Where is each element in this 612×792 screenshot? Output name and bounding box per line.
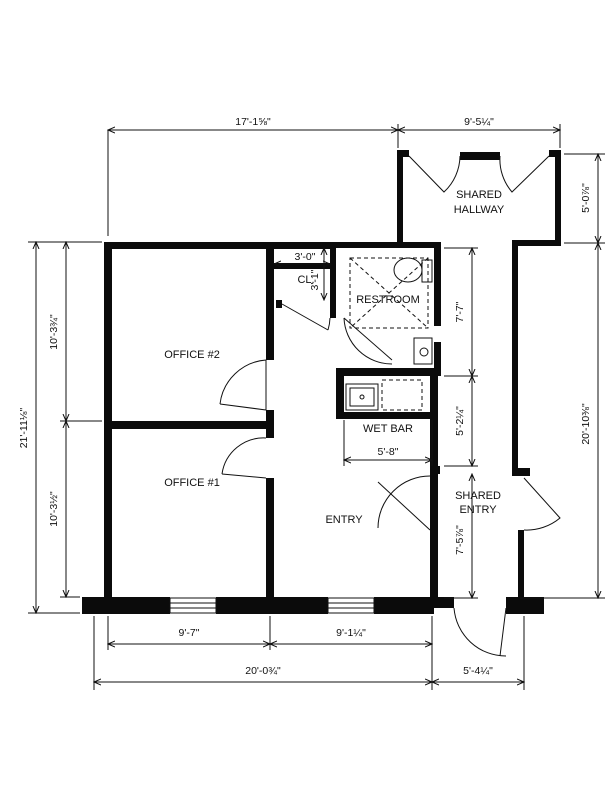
restroom-door-swing xyxy=(343,317,393,365)
label-closet: CL. xyxy=(297,274,314,286)
offices-east-wall-mid xyxy=(266,410,274,438)
office2-east-wall-top xyxy=(266,242,274,360)
bottom-wall-c xyxy=(374,597,434,614)
toilet-icon xyxy=(393,257,423,283)
label-office2: OFFICE #2 xyxy=(164,349,220,361)
hallway-east-wall xyxy=(555,150,561,244)
wetbar-sink-icon xyxy=(345,383,379,411)
restroom-east-wall-lower xyxy=(434,342,441,376)
dim-wetbar-width: 5'-8" xyxy=(378,446,399,458)
hallway-door-header xyxy=(460,152,500,160)
closet-door-leaf xyxy=(281,303,329,331)
label-shared-entry-1: SHARED xyxy=(455,490,501,502)
wetbar-north-wall xyxy=(336,368,441,376)
dim-right-overall: 20'-10⅜" xyxy=(580,403,592,445)
dim-restroom-height: 7'-7" xyxy=(454,301,466,322)
dim-shared-entry-width: 5'-4¼" xyxy=(463,665,493,677)
corridor-east-lower xyxy=(518,530,524,600)
top-wall-right xyxy=(336,242,440,248)
bottom-wall-a xyxy=(82,597,170,614)
closet-side-wall xyxy=(330,248,336,318)
bottom-wall-d xyxy=(434,597,454,608)
hallway-west-wall xyxy=(397,150,403,248)
shared-entry-wall xyxy=(430,376,438,604)
exit-door-swing xyxy=(453,607,507,657)
wetbar-south-wall xyxy=(336,412,436,419)
dim-closet-depth: 3'-1" xyxy=(309,269,321,290)
label-shared-hallway-1: SHARED xyxy=(456,189,502,201)
label-restroom: RESTROOM xyxy=(356,294,420,306)
dim-hallway-depth: 5'-0⅞" xyxy=(580,183,592,213)
dim-entry-width: 9'-1¼" xyxy=(336,627,366,639)
shared-entry-notch xyxy=(430,466,440,474)
dimension-lines xyxy=(28,124,605,690)
dim-shared-entry-height: 7'-5⅞" xyxy=(454,525,466,555)
label-shared-entry-2: ENTRY xyxy=(459,504,497,516)
walls xyxy=(82,150,561,614)
hallway-south-wall xyxy=(512,240,561,246)
windows xyxy=(169,597,375,614)
label-wet-bar: WET BAR xyxy=(363,423,413,435)
restroom-sink-icon xyxy=(413,337,433,365)
doors xyxy=(219,155,561,657)
label-office1: OFFICE #1 xyxy=(164,477,220,489)
dim-left-overall: 21'-11⅛" xyxy=(18,407,30,448)
bottom-wall-b xyxy=(216,597,328,614)
dim-bottom-overall: 20'-0¾" xyxy=(245,665,281,677)
dim-top-hallway: 9'-5¼" xyxy=(464,116,494,128)
dim-office2-height: 10'-3¾" xyxy=(48,314,60,350)
label-entry: ENTRY xyxy=(325,514,363,526)
wetbar-west-wall xyxy=(336,368,344,418)
dim-closet-width: 3'-0" xyxy=(295,251,316,263)
fixtures xyxy=(345,257,433,411)
label-shared-hallway-2: HALLWAY xyxy=(454,204,505,216)
dim-office-width: 9'-7" xyxy=(179,627,200,639)
hallway-west-top xyxy=(397,150,409,157)
office1-door-swing xyxy=(221,437,267,475)
office-divider-wall xyxy=(104,421,274,429)
restroom-clearance xyxy=(349,257,429,329)
corridor-east-jamb xyxy=(512,468,530,476)
hallway-door-right xyxy=(499,155,550,193)
window-entry xyxy=(327,597,375,614)
office1-east-wall-bottom xyxy=(266,478,274,604)
bottom-wall-e xyxy=(506,597,544,614)
room-labels: OFFICE #2 OFFICE #1 ENTRY RESTROOM CL. W… xyxy=(164,189,505,526)
hallway-east-top xyxy=(549,150,561,157)
dim-office1-height: 10'-3½" xyxy=(48,491,60,527)
dim-wetbar-height: 5'-2¼" xyxy=(454,406,466,436)
dim-top-overall: 17'-1⅝" xyxy=(235,116,271,128)
corridor-east-wall xyxy=(512,240,518,476)
closet-jamb xyxy=(276,300,282,308)
restroom-east-wall xyxy=(434,242,441,326)
dimension-labels: 17'-1⅝" 9'-5¼" 5'-0⅞" 21'-11⅛" 10'-3¾" 1… xyxy=(18,116,592,677)
top-wall-left xyxy=(104,242,336,249)
corridor-door-swing xyxy=(523,477,561,531)
shared-entry-door-swing xyxy=(377,475,431,529)
hallway-door-left xyxy=(408,155,461,193)
window-office1 xyxy=(169,597,217,614)
wetbar-counter xyxy=(381,379,423,411)
